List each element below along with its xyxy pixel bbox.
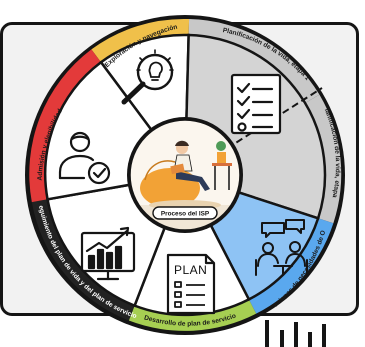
meeting-people-icon xyxy=(255,219,308,276)
center-label-pill xyxy=(152,206,218,220)
ring-segment-planificacion-2 xyxy=(305,94,342,224)
ring-segment-admision xyxy=(29,49,101,203)
person-check-icon xyxy=(58,131,111,185)
ring-segment-evaluaciones xyxy=(248,218,334,314)
bottom-cutoff-text xyxy=(265,320,326,347)
plan-document-icon xyxy=(166,253,216,315)
lightbulb-magnifier-icon xyxy=(121,49,174,105)
plan-title: PLAN xyxy=(174,263,207,277)
center-label: Proceso del ISP xyxy=(161,211,210,218)
ring-segment-planificacion-1 xyxy=(188,19,320,103)
ring-segment-seguimiento xyxy=(31,199,135,321)
checklist-icon xyxy=(230,73,282,135)
growth-chart-monitor-icon xyxy=(80,226,136,281)
sector-desarrollo xyxy=(133,171,251,317)
